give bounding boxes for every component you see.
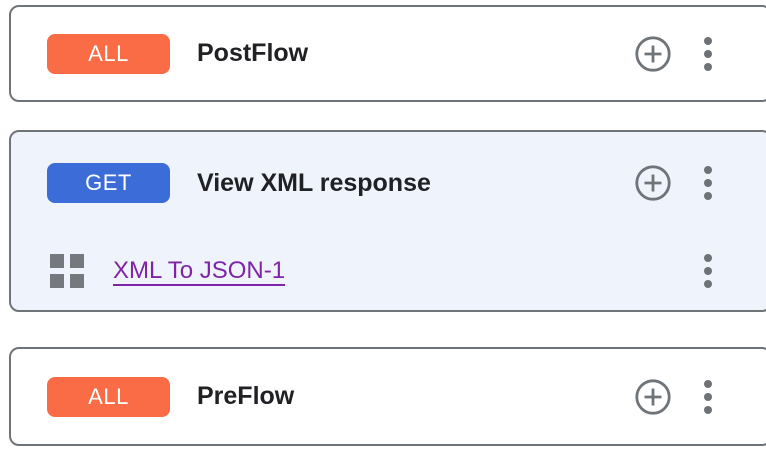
kebab-dot [704, 379, 712, 388]
plus-circle-icon [634, 378, 672, 416]
flow-title-view-xml-response: View XML response [197, 168, 431, 197]
plus-circle-icon [634, 35, 672, 73]
flow-header-view-xml-response[interactable]: GET View XML response [11, 132, 766, 234]
kebab-dot [704, 405, 712, 414]
method-badge-all: ALL [47, 33, 170, 74]
flow-card-view-xml-response: GET View XML response [9, 130, 766, 312]
add-policy-button[interactable] [634, 164, 672, 202]
more-menu-icon[interactable] [703, 36, 713, 71]
kebab-dot [704, 267, 712, 275]
flow-card-postflow: ALL PostFlow [9, 5, 766, 102]
grid-square [70, 274, 84, 288]
policy-link-xml-to-json[interactable]: XML To JSON-1 [113, 257, 286, 284]
kebab-dot [704, 62, 712, 71]
policy-row: XML To JSON-1 [11, 234, 766, 308]
method-badge-all: ALL [47, 376, 170, 417]
add-policy-button[interactable] [634, 378, 672, 416]
kebab-dot [704, 179, 712, 187]
kebab-dot [704, 280, 712, 288]
kebab-dot [704, 36, 712, 45]
kebab-dot [704, 166, 712, 174]
flow-title-preflow: PreFlow [197, 382, 295, 410]
kebab-dot [704, 192, 712, 200]
add-policy-button[interactable] [634, 35, 672, 73]
method-badge-get: GET [47, 163, 170, 203]
grid-square [50, 254, 64, 268]
flow-title-postflow: PostFlow [197, 39, 309, 67]
kebab-dot [704, 392, 712, 401]
flow-header-preflow[interactable]: ALL PreFlow [11, 349, 766, 444]
grid-square [50, 274, 64, 288]
plus-circle-icon [634, 164, 672, 202]
more-menu-icon[interactable] [703, 379, 713, 414]
flow-card-preflow: ALL PreFlow [9, 347, 766, 446]
kebab-dot [704, 254, 712, 262]
flow-header-postflow[interactable]: ALL PostFlow [11, 7, 766, 100]
grid-square [70, 254, 84, 268]
drag-handle-grid-icon[interactable] [50, 254, 84, 288]
more-menu-icon[interactable] [703, 166, 713, 200]
more-menu-icon[interactable] [703, 254, 713, 288]
kebab-dot [704, 49, 712, 58]
